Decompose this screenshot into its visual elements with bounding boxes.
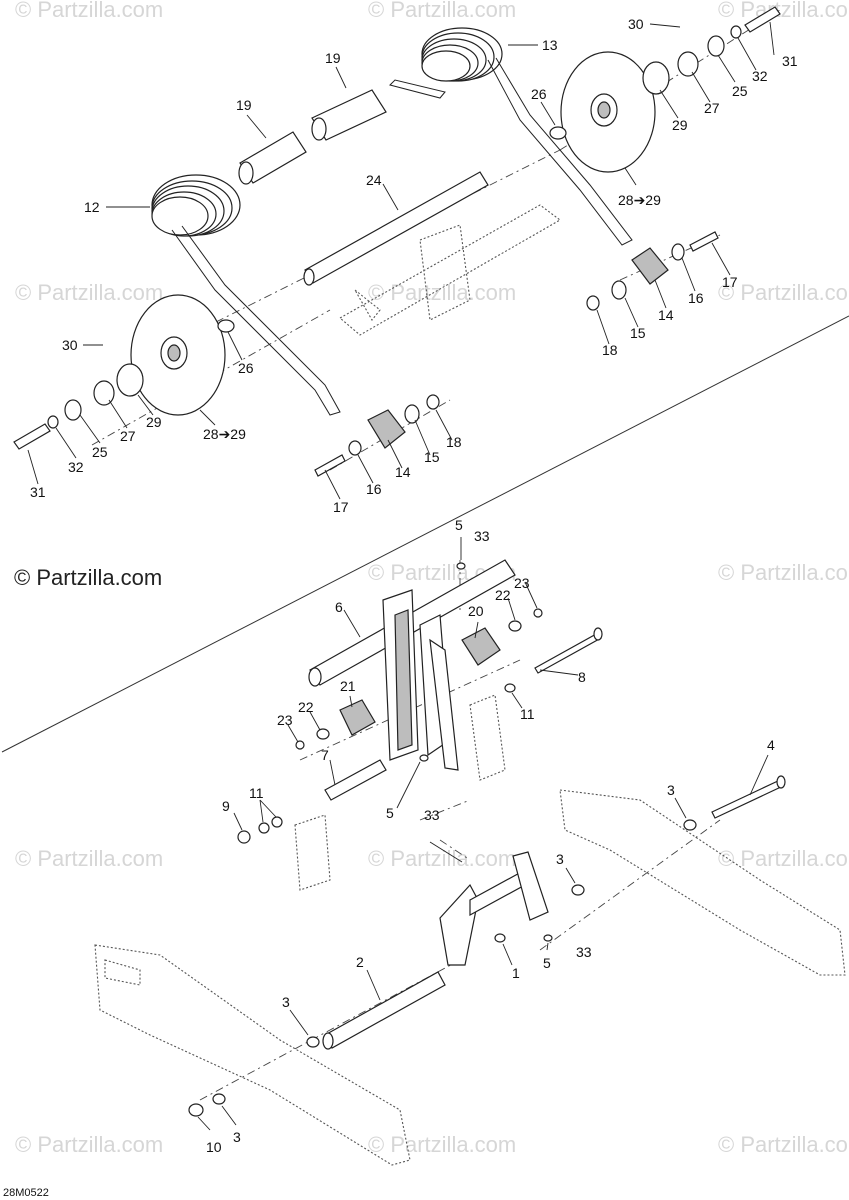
center-bracket bbox=[439, 883, 479, 966]
left-rail bbox=[94, 944, 411, 1166]
watermark: © Partzilla.com bbox=[368, 0, 516, 22]
rail-assembly bbox=[94, 775, 846, 1166]
upper-assembly bbox=[13, 6, 781, 477]
callout-8: 8 bbox=[578, 669, 586, 685]
callout-29: 29 bbox=[146, 414, 162, 430]
callout-18: 18 bbox=[446, 434, 462, 450]
callout-17: 17 bbox=[722, 274, 738, 290]
watermark: © Partzilla.com bbox=[15, 0, 163, 22]
callout-11: 11 bbox=[520, 706, 535, 722]
callouts: 12 19 19 13 30 31 32 25 27 29 26 28➔29 2… bbox=[30, 16, 798, 1155]
slider-block-right bbox=[586, 231, 719, 311]
callout-14: 14 bbox=[658, 307, 674, 323]
watermark-main: © Partzilla.com bbox=[14, 565, 162, 590]
callout-15: 15 bbox=[630, 325, 646, 341]
callout-19: 19 bbox=[325, 50, 341, 66]
callout-4: 4 bbox=[767, 737, 775, 753]
callout-22: 22 bbox=[298, 699, 314, 715]
watermark: © Partzilla.com bbox=[718, 560, 849, 585]
callout-10: 10 bbox=[206, 1139, 222, 1155]
callout-32: 32 bbox=[752, 68, 768, 84]
callout-31: 31 bbox=[30, 484, 46, 500]
callout-5: 5 bbox=[543, 955, 551, 971]
callout-25: 25 bbox=[92, 444, 108, 460]
callout-11: 11 bbox=[249, 785, 264, 801]
front-cross-shaft bbox=[324, 971, 446, 1049]
callout-30: 30 bbox=[628, 16, 644, 32]
callout-29: 29 bbox=[672, 117, 688, 133]
callout-26: 26 bbox=[238, 360, 254, 376]
callout-25: 25 bbox=[732, 83, 748, 99]
callout-1: 1 bbox=[512, 965, 520, 981]
callout-21: 21 bbox=[340, 678, 356, 694]
idler-wheel-left bbox=[13, 294, 235, 450]
callout-14: 14 bbox=[395, 464, 411, 480]
callout-28-29: 28➔29 bbox=[203, 426, 246, 442]
callout-27: 27 bbox=[120, 428, 136, 444]
callout-2: 2 bbox=[356, 954, 364, 970]
callout-28-29: 28➔29 bbox=[618, 192, 661, 208]
right-rail bbox=[559, 789, 846, 976]
callout-3: 3 bbox=[667, 782, 675, 798]
callout-16: 16 bbox=[366, 481, 382, 497]
watermark: © Partzilla.com bbox=[15, 280, 163, 305]
callout-16: 16 bbox=[688, 290, 704, 306]
callout-18: 18 bbox=[602, 342, 618, 358]
callout-3: 3 bbox=[233, 1129, 241, 1145]
watermark: © Partzilla.com bbox=[718, 1132, 849, 1157]
callout-23: 23 bbox=[277, 712, 293, 728]
callout-7: 7 bbox=[321, 747, 329, 763]
callout-9: 9 bbox=[222, 798, 230, 814]
watermark: © Partzilla.com bbox=[718, 846, 849, 871]
callout-20: 20 bbox=[468, 603, 484, 619]
callout-33: 33 bbox=[424, 807, 440, 823]
torsion-spring-right bbox=[389, 27, 633, 246]
callout-3: 3 bbox=[556, 851, 564, 867]
watermark: © Partzilla.com bbox=[718, 0, 849, 22]
watermark: © Partzilla.com bbox=[368, 280, 516, 305]
callout-13: 13 bbox=[542, 37, 558, 53]
frame-outline bbox=[339, 204, 561, 336]
callout-17: 17 bbox=[333, 499, 349, 515]
watermark: © Partzilla.com bbox=[15, 846, 163, 871]
slider-block-left bbox=[314, 394, 440, 477]
center-link-assembly bbox=[237, 559, 603, 891]
callout-23: 23 bbox=[514, 575, 530, 591]
callout-22: 22 bbox=[495, 587, 511, 603]
callout-33: 33 bbox=[576, 944, 592, 960]
watermark: © Partzilla.com bbox=[15, 1132, 163, 1157]
watermarks: © Partzilla.com © Partzilla.com © Partzi… bbox=[14, 0, 849, 1157]
callout-5: 5 bbox=[455, 517, 463, 533]
callout-24: 24 bbox=[366, 172, 382, 188]
watermark: © Partzilla.com bbox=[718, 280, 849, 305]
callout-12: 12 bbox=[84, 199, 100, 215]
torsion-spring-left bbox=[151, 174, 341, 416]
callout-27: 27 bbox=[704, 100, 720, 116]
spring-bushings bbox=[238, 89, 387, 185]
watermark: © Partzilla.com bbox=[368, 1132, 516, 1157]
callout-30: 30 bbox=[62, 337, 78, 353]
drawing-code: 28M0522 bbox=[3, 1187, 49, 1199]
callout-6: 6 bbox=[335, 599, 343, 615]
callout-3: 3 bbox=[282, 994, 290, 1010]
watermark: © Partzilla.com bbox=[368, 846, 516, 871]
callout-19: 19 bbox=[236, 97, 252, 113]
leader-lines bbox=[27, 21, 775, 1131]
callout-33: 33 bbox=[474, 528, 490, 544]
callout-32: 32 bbox=[68, 459, 84, 475]
callout-15: 15 bbox=[424, 449, 440, 465]
idler-wheel-right bbox=[549, 6, 781, 173]
callout-5: 5 bbox=[386, 805, 394, 821]
callout-31: 31 bbox=[782, 53, 798, 69]
section-divider bbox=[1, 315, 849, 753]
callout-26: 26 bbox=[531, 86, 547, 102]
